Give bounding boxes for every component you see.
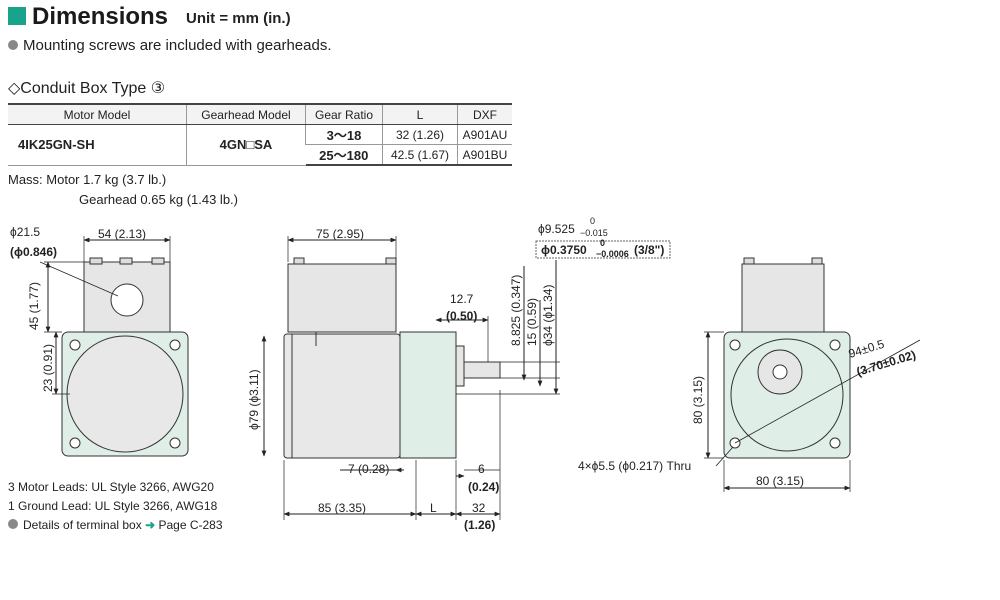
gearhead-side — [399, 331, 457, 459]
title-marker — [8, 7, 26, 25]
front-view: 54 (2.13) ϕ21.5 (ϕ0.846) 45 (1.77) 23 (0… — [10, 225, 189, 457]
motor-body-circle — [66, 335, 184, 453]
dim-phi21: ϕ21.5 — [10, 225, 40, 239]
dim-phi9525: ϕ9.525 — [538, 222, 575, 236]
section-subtitle: ◇Conduit Box Type ③ — [8, 80, 166, 97]
dim-45: 45 (1.77) — [27, 282, 41, 330]
dim-phi34: ϕ34 (ϕ1.34) — [541, 285, 555, 346]
mounting-note: Mounting screws are included with gearhe… — [8, 37, 332, 54]
dxf-cell: A901AU — [457, 124, 512, 145]
dim-85: 85 (3.35) — [318, 501, 366, 515]
shaft — [463, 361, 501, 379]
unit-label: Unit = mm (in.) — [186, 10, 291, 27]
spec-table: Motor Model Gearhead Model Gear Ratio L … — [8, 103, 512, 166]
lead-notes: 3 Motor Leads: UL Style 3266, AWG20 1 Gr… — [8, 478, 223, 535]
arrow-right-icon: ➜ — [145, 518, 156, 532]
table-header-cell: Gearhead Model — [186, 103, 306, 125]
tol-lower-in: −0.0006 — [596, 249, 629, 259]
mass-motor: Mass: Motor 1.7 kg (3.7 lb.) — [8, 172, 167, 187]
dim-6: 6 — [478, 462, 485, 476]
dim-7: 7 (0.28) — [348, 462, 389, 476]
dim-80-vertical: 80 (3.15) — [691, 376, 705, 424]
tol-lower: −0.015 — [580, 228, 608, 238]
dim-050: (0.50) — [446, 309, 477, 323]
terminal-box-note: Details of terminal box ➜ Page C-283 — [8, 516, 223, 535]
dim-holes: 4×ϕ5.5 (ϕ0.217) Thru — [578, 459, 691, 473]
table-header-cell: DXF — [457, 103, 512, 125]
page-title: Dimensions — [32, 3, 169, 30]
dim-75: 75 (2.95) — [316, 227, 364, 241]
dim-126: (1.26) — [464, 518, 495, 532]
gearhead-model-cell: 4GN□SA — [186, 124, 306, 166]
dim-phi79: ϕ79 (ϕ3.11) — [247, 369, 261, 430]
dim-024: (0.24) — [468, 480, 499, 494]
dim-phi0375: ϕ0.3750 — [541, 243, 587, 257]
side-view: 75 (2.95) ϕ79 (ϕ3.11) 7 (0.28) 85 (3.35)… — [247, 216, 671, 532]
dim-80-horizontal: 80 (3.15) — [756, 474, 804, 488]
dxf-cell: A901BU — [457, 144, 512, 166]
table-header-cell: Motor Model — [8, 103, 187, 125]
dim-32: 32 — [472, 501, 486, 515]
dim-38in: (3/8") — [634, 243, 664, 257]
table-header-row: Motor Model Gearhead Model Gear Ratio L … — [8, 103, 512, 125]
tol-upper: 0 — [590, 216, 595, 226]
length-cell: 32 (1.26) — [382, 124, 458, 145]
dim-phi0846: (ϕ0.846) — [10, 245, 57, 259]
table-header-cell: Gear Ratio — [305, 103, 383, 125]
motor-body-side — [283, 333, 401, 459]
dim-L: L — [430, 501, 437, 515]
side-terminal-box — [287, 263, 397, 333]
length-cell: 42.5 (1.67) — [382, 144, 458, 166]
table-row: 4IK25GN-SH 4GN□SA 3～18 32 (1.26) A901AU — [8, 124, 512, 166]
gear-ratio-cell: 25～180 — [305, 144, 383, 166]
end-view: 80 (3.15) 80 (3.15) 94±0.5 (3.70±0.02) 4… — [578, 257, 921, 492]
table-header-cell: L — [382, 103, 458, 125]
conduit-hole — [110, 283, 144, 317]
motor-model-cell: 4IK25GN-SH — [8, 124, 187, 166]
bullet-icon — [8, 519, 18, 529]
mass-gearhead: Gearhead 0.65 kg (1.43 lb.) — [79, 192, 238, 207]
dim-54: 54 (2.13) — [98, 227, 146, 241]
table-row: 25～180 42.5 (1.67) A901BU — [8, 144, 512, 166]
motor-leads-note: 3 Motor Leads: UL Style 3266, AWG20 — [8, 480, 214, 494]
gear-ratio-cell: 3～18 — [305, 124, 383, 145]
tol-upper-in: 0 — [600, 238, 605, 248]
dim-8825: 8.825 (0.347) — [509, 275, 523, 346]
dim-23: 23 (0.91) — [41, 344, 55, 392]
end-terminal-box — [741, 263, 825, 335]
ground-lead-note: 1 Ground Lead: UL Style 3266, AWG18 — [8, 499, 218, 513]
dim-127: 12.7 — [450, 292, 474, 306]
bullet-icon — [8, 40, 18, 50]
dim-15: 15 (0.59) — [525, 298, 539, 346]
